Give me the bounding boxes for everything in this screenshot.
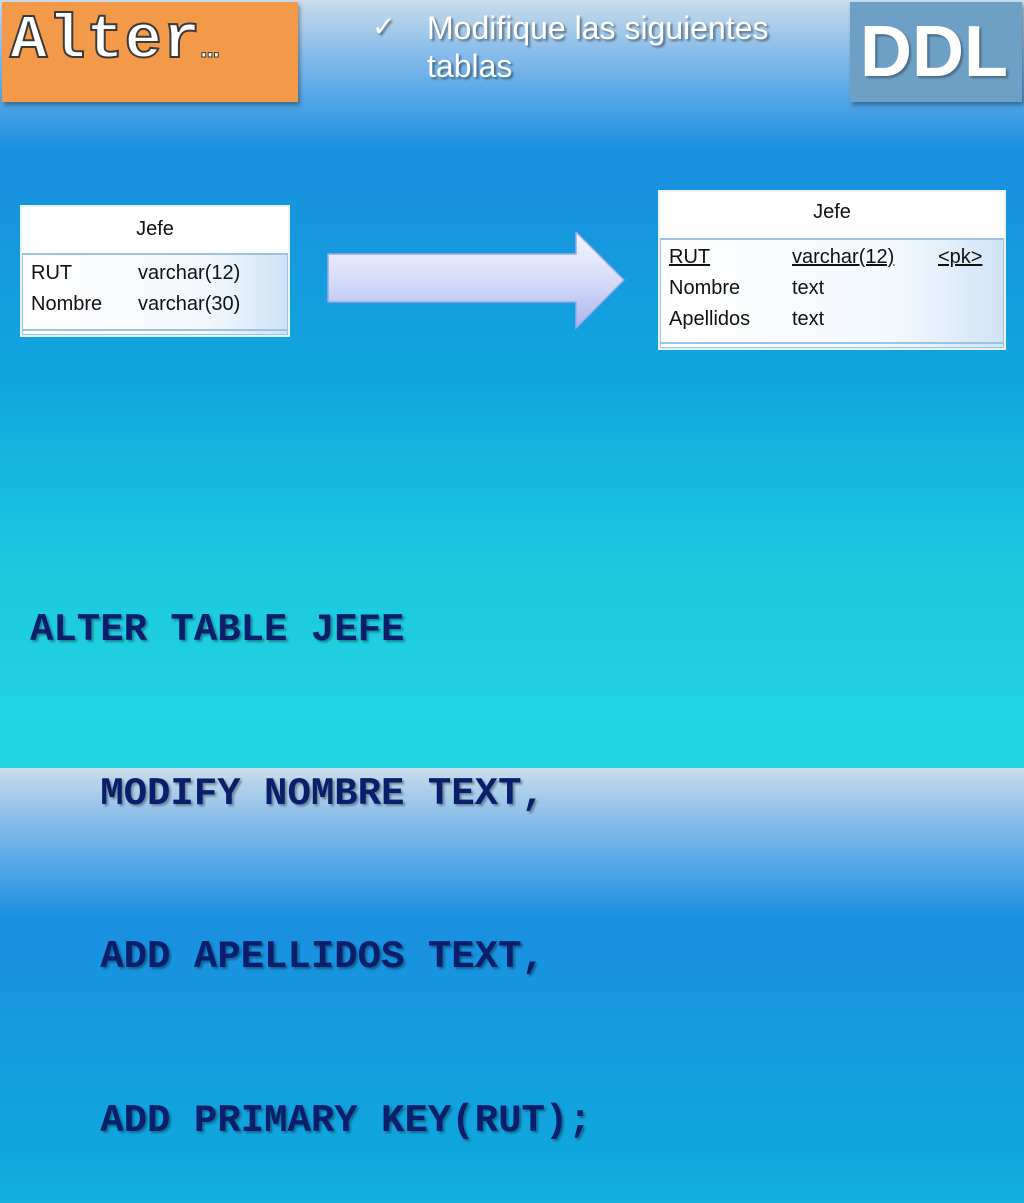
sql-line: ADD PRIMARY KEY(RUT);: [30, 1098, 592, 1143]
sql-statement: ALTER TABLE JEFE MODIFY NOMBRE TEXT, ADD…: [30, 494, 592, 1203]
table-before-row: RUT varchar(12): [22, 258, 288, 289]
table-after-footer: [660, 342, 1004, 348]
sql-line: ADD APELLIDOS TEXT,: [30, 935, 545, 979]
table-before-footer: [22, 329, 288, 335]
instruction-text: Modifique las siguientes tablas: [427, 10, 769, 84]
column-name: Apellidos: [669, 308, 751, 330]
table-before-row: Nombre varchar(30): [22, 289, 288, 320]
sql-line: MODIFY NOMBRE TEXT,: [30, 771, 545, 816]
column-type: varchar(12): [138, 262, 241, 284]
table-before: Jefe RUT varchar(12) Nombre varchar(30): [20, 205, 290, 337]
sql-line: ALTER TABLE JEFE: [30, 608, 405, 652]
alter-title-badge: Alter…: [2, 2, 298, 102]
column-type: varchar(12): [792, 246, 895, 268]
table-after-title: Jefe: [660, 192, 1004, 240]
column-name: RUT: [669, 246, 711, 268]
table-after-row: RUT varchar(12) <pk>: [660, 242, 1004, 273]
column-type: text: [792, 308, 825, 330]
column-name: Nombre: [669, 277, 741, 299]
column-type: text: [792, 277, 825, 299]
table-after-row: Apellidos text: [660, 304, 1004, 335]
column-name: Nombre: [31, 293, 103, 315]
transform-arrow-icon: [327, 232, 626, 330]
alter-title-ellipsis: …: [201, 33, 221, 67]
table-after-row: Nombre text: [660, 273, 1004, 304]
alter-title-text: Alter: [9, 5, 202, 76]
column-type: varchar(30): [138, 293, 241, 315]
table-before-title: Jefe: [22, 207, 288, 255]
ddl-badge: DDL: [850, 2, 1022, 102]
checkmark-icon: ✓: [372, 11, 396, 42]
primary-key-marker: <pk>: [938, 246, 983, 268]
table-after: Jefe RUT varchar(12) <pk> Nombre text Ap…: [658, 190, 1006, 350]
column-name: RUT: [31, 262, 73, 284]
alter-title: Alter…: [9, 9, 221, 73]
ddl-label: DDL: [860, 12, 1008, 92]
